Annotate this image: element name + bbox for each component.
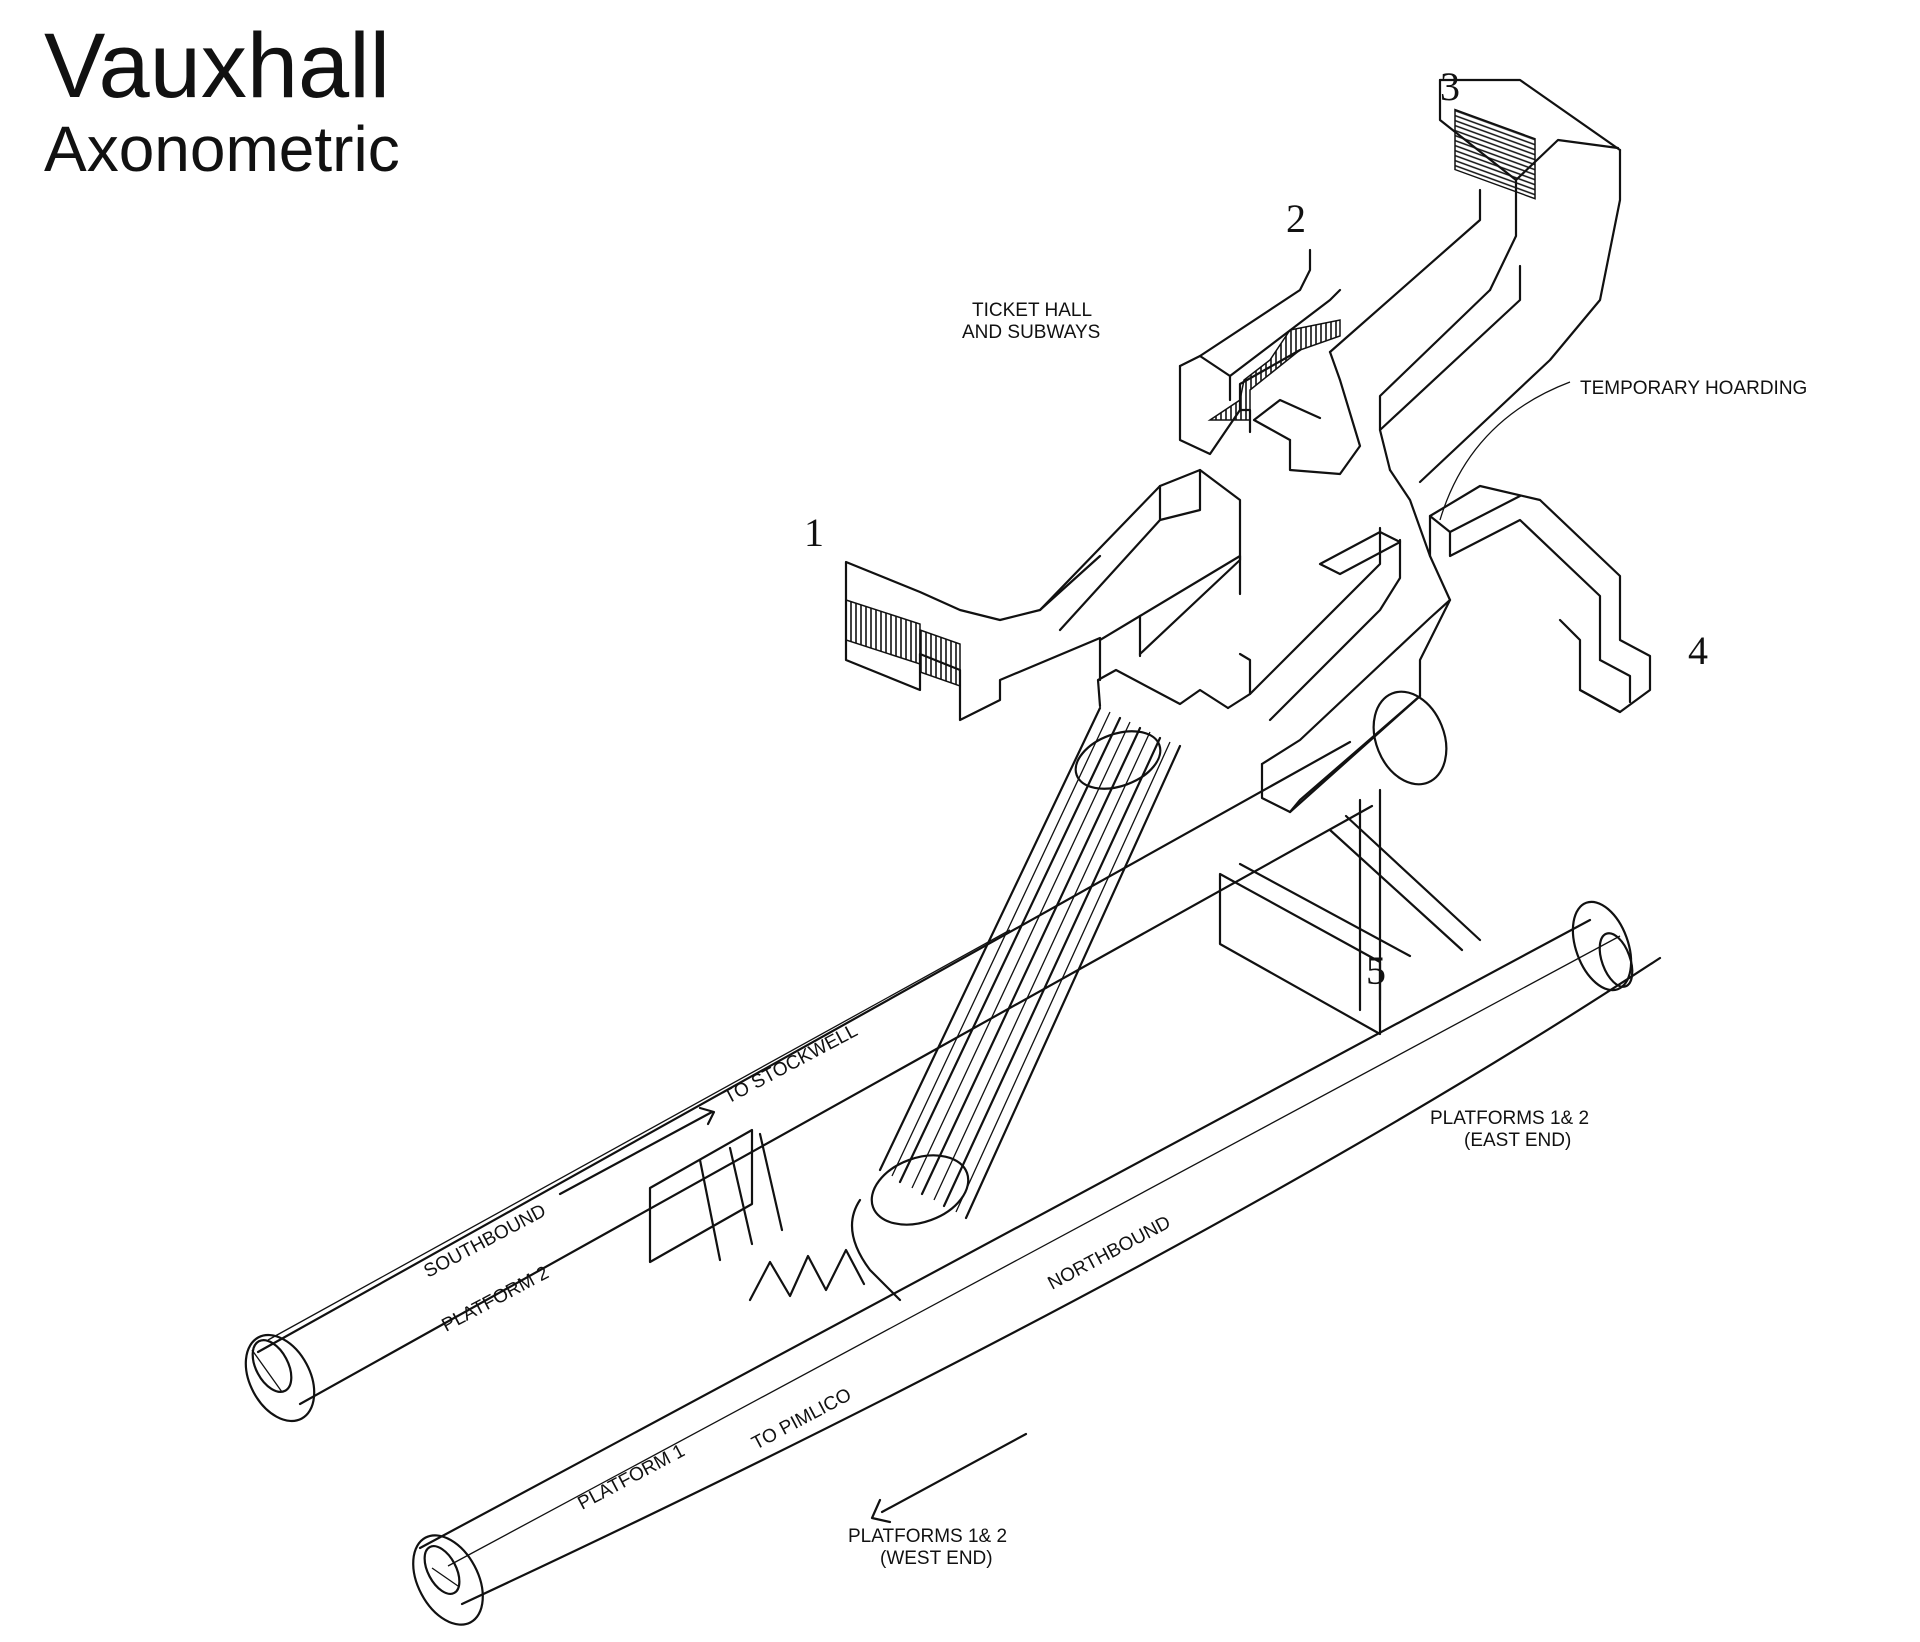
east-end-label: PLATFORMS 1& 2 bbox=[1430, 1108, 1589, 1129]
entrance-2-number: 2 bbox=[1286, 196, 1306, 241]
entrance-5-number: 5 bbox=[1366, 948, 1386, 993]
platform-1-label: PLATFORM 1 bbox=[574, 1441, 688, 1515]
entrance-1-number: 1 bbox=[804, 510, 824, 555]
entrance-3-number: 3 bbox=[1440, 64, 1460, 109]
escape-shaft bbox=[1372, 690, 1448, 786]
entrance-4-number: 4 bbox=[1688, 628, 1708, 673]
entrance-4-structure bbox=[1428, 484, 1652, 714]
entrance-1-structure bbox=[844, 468, 1242, 722]
to-stockwell-label: TO STOCKWELL bbox=[720, 1020, 861, 1108]
ticket-hall-label: TICKET HALL bbox=[972, 300, 1092, 321]
direction-arrows bbox=[558, 381, 1571, 1524]
west-end-label: PLATFORMS 1& 2 bbox=[848, 1526, 1007, 1547]
ticket-hall-label-2: AND SUBWAYS bbox=[962, 322, 1100, 343]
platform-2-label: PLATFORM 2 bbox=[438, 1263, 552, 1337]
southbound-tunnel bbox=[244, 740, 1374, 1423]
page-title: Vauxhall bbox=[44, 15, 391, 117]
northbound-tunnel bbox=[412, 900, 1662, 1626]
temporary-hoarding-label: TEMPORARY HOARDING bbox=[1580, 378, 1807, 399]
west-end-label-2: (WEST END) bbox=[880, 1548, 993, 1569]
page-subtitle: Axonometric bbox=[44, 113, 400, 185]
east-end-label-2: (EAST END) bbox=[1464, 1130, 1571, 1151]
escalator-shaft bbox=[850, 706, 1182, 1302]
to-pimlico-label: TO PIMLICO bbox=[748, 1384, 855, 1454]
ticket-hall-structure bbox=[1096, 78, 1622, 814]
cross-passages bbox=[648, 788, 1482, 1302]
